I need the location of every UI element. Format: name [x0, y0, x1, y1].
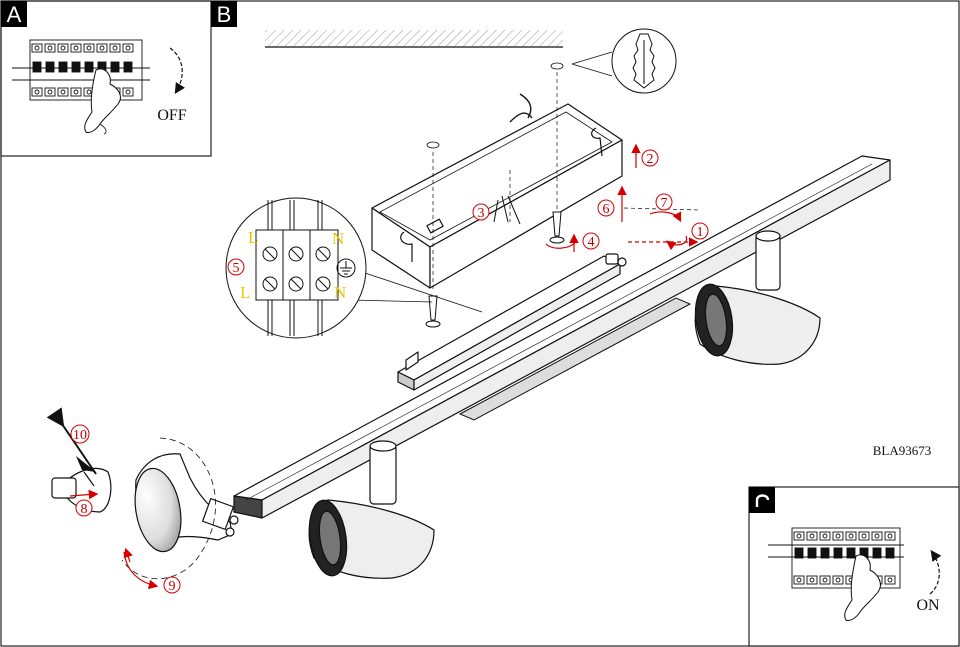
switch-on-label: ON [916, 597, 940, 614]
wall-plug-callout [550, 28, 677, 94]
step-1-label: 1 [691, 222, 709, 240]
switch-on-arrow-icon [929, 550, 942, 595]
step-4-label: 4 [582, 232, 600, 250]
step-arrows [69, 143, 699, 590]
spotlight-head-left [308, 440, 435, 579]
ceiling-icon [265, 30, 563, 48]
breaker-block-icon [12, 39, 150, 101]
switch-off-label: OFF [157, 107, 186, 124]
svg-text:8: 8 [81, 502, 88, 517]
screw-icon [425, 295, 441, 328]
step-7-label: 7 [655, 193, 673, 211]
step-10-label: 10 [70, 424, 90, 444]
panel-c-letter-box [749, 487, 775, 513]
cover-removal-arrow-icon [46, 407, 97, 475]
svg-text:10: 10 [73, 428, 87, 443]
switch-off-arrow-icon [169, 47, 186, 95]
panel-b-letter: B [217, 2, 232, 27]
breaker-block-icon [768, 527, 904, 589]
svg-text:6: 6 [603, 202, 610, 217]
step-8-label: 8 [75, 499, 93, 517]
track-bar [233, 155, 891, 519]
svg-text:4: 4 [588, 235, 595, 250]
fixing-plate [458, 297, 692, 421]
canopy-plate [397, 253, 627, 391]
svg-text:1: 1 [697, 225, 704, 240]
panel-a-letter: A [7, 2, 22, 27]
step-9-label: 9 [163, 576, 181, 594]
terminal-block-callout: L N L N [225, 197, 483, 339]
wire-label-neutral-top: N [332, 229, 344, 248]
svg-text:2: 2 [647, 152, 654, 167]
screw-icon [549, 211, 565, 244]
step-3-label: 3 [472, 203, 490, 221]
svg-text:5: 5 [233, 261, 240, 276]
svg-text:3: 3 [478, 206, 485, 221]
cable [509, 93, 533, 123]
hand-icon [84, 68, 121, 133]
terminal-block-icon [255, 229, 339, 301]
svg-text:9: 9 [169, 579, 176, 594]
svg-text:7: 7 [661, 196, 668, 211]
power-on-icon [755, 494, 770, 507]
hand-icon [844, 554, 881, 621]
panel-b-letter-box [211, 1, 237, 27]
spotlight-head-right [694, 230, 821, 365]
step-6-label: 6 [597, 199, 615, 217]
panel-a-letter-box [1, 1, 27, 27]
bulb-rotation-guide [121, 437, 216, 580]
panel-a-switch-off: A OFF [0, 0, 212, 157]
step-labels: 1 2 3 4 5 6 7 8 9 10 [70, 149, 709, 594]
supply-wires [493, 195, 521, 225]
gu10-bulb-icon [134, 453, 239, 553]
wall-plug-icon [632, 33, 656, 89]
wire-label-neutral-bottom: N [334, 283, 346, 302]
panel-c-switch-on: ON [748, 486, 960, 647]
step-5-label: 5 [227, 258, 245, 276]
mounting-box [371, 103, 623, 289]
wire-label-live-bottom: L [240, 283, 250, 302]
earth-symbol-icon [336, 258, 356, 278]
wire-label-live-top: L [248, 228, 258, 247]
step-2-label: 2 [641, 149, 659, 167]
model-code: BLA93673 [873, 443, 932, 458]
